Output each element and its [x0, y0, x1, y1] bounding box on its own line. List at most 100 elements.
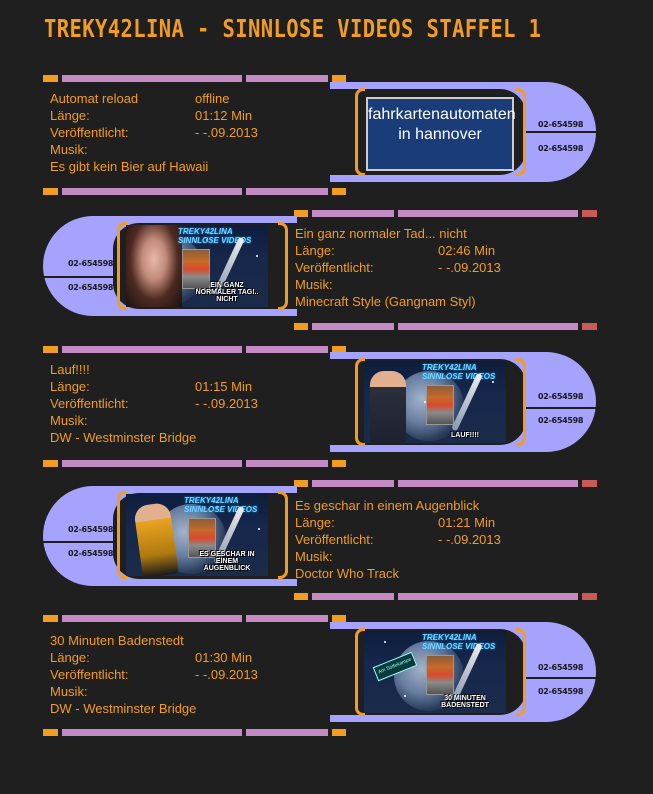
video-length: 01:30 Min [195, 650, 253, 665]
thumbnail-brand: TREKY42LINA SINNLOSE VIDEOS [422, 633, 496, 651]
video-length: 01:12 Min [195, 108, 253, 123]
lcars-bar [312, 593, 394, 600]
thumb-bracket-right [516, 358, 526, 446]
length-label: Länge: [50, 650, 90, 665]
video-info-5: 30 Minuten Badenstedt Länge: 01:30 Min Ve… [50, 632, 290, 717]
video-entry-2: 02-654598 02-654598 TREKY42LINA SINNLOSE… [0, 204, 653, 330]
published-label: Veröffentlicht: [50, 125, 129, 140]
lcars-bar [294, 480, 308, 487]
code-label: 02-654598 [538, 687, 584, 696]
panel-graphic [182, 249, 210, 289]
video-thumbnail-2[interactable]: TREKY42LINA SINNLOSE VIDEOS EIN GANZ NOR… [126, 225, 268, 307]
video-length: 01:15 Min [195, 379, 253, 394]
video-thumbnail-1[interactable]: fahrkartenautomaten in hannover [366, 97, 516, 171]
thumbnail-caption: EIN GANZ NORMALER TAG!.. NICHT [195, 282, 259, 303]
video-info-1: Automat reload offline Länge: 01:12 Min Ve… [50, 90, 290, 175]
published-label: Veröffentlicht: [295, 260, 374, 275]
code-label: 02-654598 [538, 120, 584, 129]
page-title: TREKY42LINA - SINNLOSE VIDEOS STAFFEL 1 [44, 14, 542, 43]
lcars-bar [294, 593, 308, 600]
video-title[interactable]: Es geschar in einem Augenblick [295, 498, 480, 513]
thumb-bracket-right [278, 222, 288, 310]
star-graphic [384, 641, 386, 643]
thumb-bracket-left [355, 628, 365, 716]
thumb-bracket-right [278, 491, 288, 579]
lcars-bar [43, 75, 58, 82]
star-graphic [206, 239, 208, 241]
music-label: Musik: [50, 413, 88, 428]
frame-divider [43, 541, 113, 543]
video-music: Es gibt kein Bier auf Hawaii [50, 159, 209, 174]
thumb-bracket-left [117, 491, 127, 579]
lcars-bar [62, 188, 242, 195]
lcars-bar [398, 480, 578, 487]
code-label: 02-654598 [68, 549, 114, 558]
lcars-bar [246, 188, 328, 195]
video-thumbnail-3[interactable]: TREKY42LINA SINNLOSE VIDEOS LAUF!!!! [364, 361, 506, 443]
video-published: - -.09.2013 [195, 667, 258, 682]
video-title[interactable]: Ein ganz normaler Tad... nicht [295, 226, 467, 241]
lcars-bar [246, 729, 328, 736]
star-graphic [424, 401, 426, 403]
lcars-bar [582, 593, 597, 600]
code-label: 02-654598 [68, 259, 114, 268]
star-graphic [404, 695, 406, 697]
frame-divider [526, 677, 596, 679]
lcars-bar [398, 593, 578, 600]
video-thumbnail-4[interactable]: TREKY42LINA SINNLOSE VIDEOS ES GESCHAR I… [126, 494, 268, 576]
panel-graphic [426, 655, 454, 695]
video-published: - -.09.2013 [195, 396, 258, 411]
person-graphic [126, 225, 182, 307]
lcars-bar [398, 323, 578, 330]
star-graphic [256, 255, 258, 257]
lcars-bar [246, 346, 328, 353]
lcars-bar [332, 75, 346, 82]
video-info-2: Ein ganz normaler Tad... nicht Länge:02:… [295, 225, 535, 310]
panel-graphic [426, 385, 454, 425]
music-label: Musik: [50, 142, 88, 157]
thumb-bracket-left [355, 88, 365, 176]
lcars-bar [43, 615, 58, 622]
thumb-bracket-left [355, 358, 365, 446]
panel-graphic [188, 518, 216, 558]
music-label: Musik: [295, 549, 333, 564]
video-music: DW - Westminster Bridge [50, 701, 197, 716]
video-thumbnail-5[interactable]: TREKY42LINA SINNLOSE VIDEOS Am Soltekamp… [364, 631, 506, 713]
lcars-bar [43, 346, 58, 353]
video-title[interactable]: 30 Minuten Badenstedt [50, 633, 184, 648]
length-label: Länge: [50, 379, 90, 394]
video-info-4: Es geschar in einem Augenblick Länge:01:… [295, 497, 535, 582]
lcars-bar [62, 75, 242, 82]
thumbnail-brand: TREKY42LINA SINNLOSE VIDEOS [184, 496, 258, 514]
lcars-bar [62, 729, 242, 736]
video-published: - -.09.2013 [438, 532, 501, 547]
lcars-bar [43, 729, 58, 736]
lcars-bar [582, 323, 597, 330]
video-status: offline [195, 91, 230, 106]
lcars-bar [332, 188, 346, 195]
star-graphic [492, 381, 494, 383]
frame-divider [526, 131, 596, 133]
frame-divider [43, 276, 113, 278]
lcars-bar [246, 75, 328, 82]
video-title[interactable]: Lauf!!!! [50, 362, 90, 377]
lcars-bar [246, 615, 328, 622]
published-label: Veröffentlicht: [295, 532, 374, 547]
frame-divider [526, 407, 596, 409]
video-published: - -.09.2013 [438, 260, 501, 275]
length-label: Länge: [50, 108, 90, 123]
thumbnail-brand: TREKY42LINA SINNLOSE VIDEOS [178, 227, 252, 245]
thumbnail-brand: TREKY42LINA SINNLOSE VIDEOS [422, 363, 496, 381]
published-label: Veröffentlicht: [50, 667, 129, 682]
video-title[interactable]: Automat reload [50, 91, 139, 106]
music-label: Musik: [50, 684, 88, 699]
code-label: 02-654598 [538, 663, 584, 672]
thumb-bracket-right [516, 88, 526, 176]
lcars-bar [246, 460, 328, 467]
music-label: Musik: [295, 277, 333, 292]
thumbnail-caption: LAUF!!!! [451, 432, 479, 439]
video-published: - -.09.2013 [195, 125, 258, 140]
lcars-bar [312, 323, 394, 330]
video-entry-5: 02-654598 02-654598 TREKY42LINA SINNLOSE… [0, 610, 653, 736]
published-label: Veröffentlicht: [50, 396, 129, 411]
